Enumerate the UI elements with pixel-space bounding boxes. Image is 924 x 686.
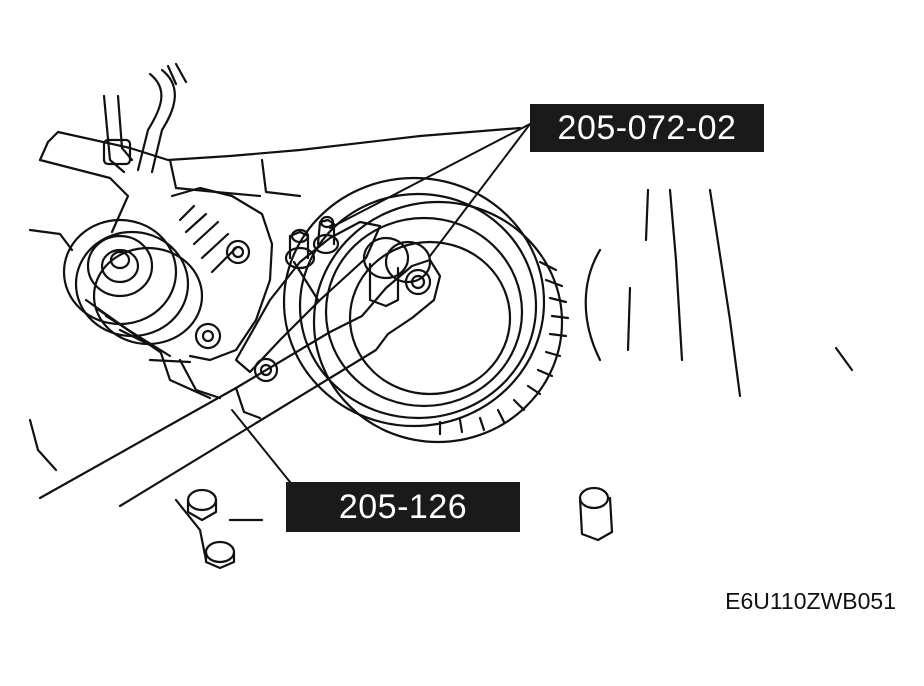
crankshaft-pulley <box>282 176 570 444</box>
engine-cover-right <box>584 188 854 398</box>
drive-belt-tensioner-pulley <box>62 218 204 358</box>
coolant-pipes <box>102 62 188 174</box>
mounting-bolts <box>186 486 614 570</box>
alternator-bracket <box>170 186 274 400</box>
callout-leader-lines <box>231 123 531 483</box>
long-handle-bar-tool <box>38 236 442 508</box>
tool-callout-205-126: 205-126 <box>286 482 520 532</box>
tool-callout-205-072-02: 205-072-02 <box>530 104 764 152</box>
pulley-holder-tool <box>234 215 382 374</box>
figure-code: E6U110ZWB051 <box>725 588 896 614</box>
engine-block-outline <box>28 126 522 562</box>
